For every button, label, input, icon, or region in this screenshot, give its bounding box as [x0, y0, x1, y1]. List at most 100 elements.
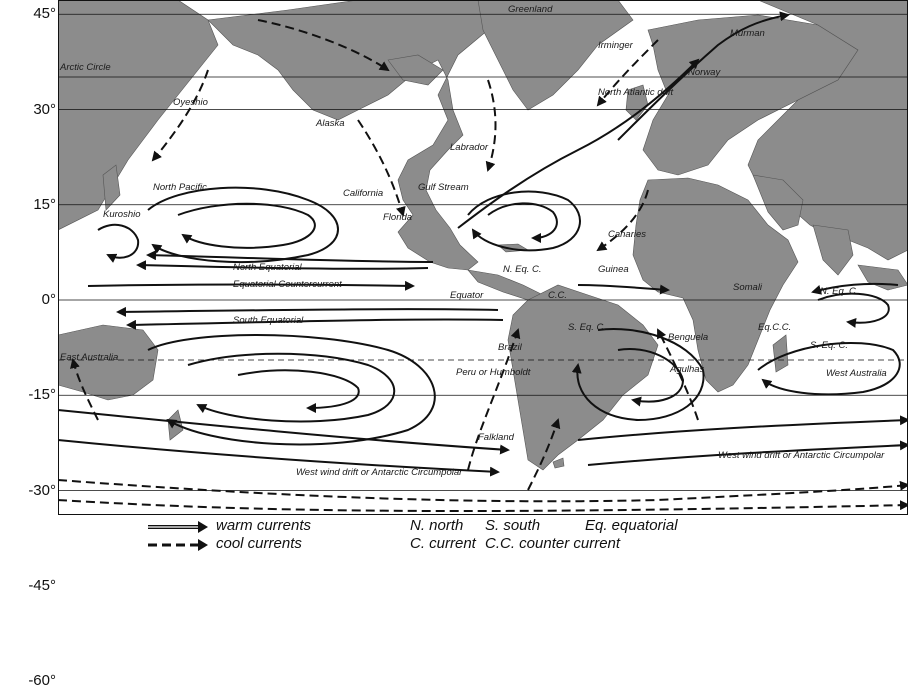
label-equator: Equator	[450, 290, 484, 301]
current-labrador	[485, 79, 497, 172]
current-west-wind-2	[58, 439, 500, 477]
current-indian-gyre-2	[817, 292, 890, 328]
current-eq-countercurrent	[87, 280, 415, 291]
latitude-label: -45°	[28, 576, 56, 594]
current-south-equatorial	[116, 306, 499, 317]
latitude-label: -60°	[28, 672, 56, 689]
current-north-equatorial-2	[146, 250, 434, 263]
label-cc: C.C.	[548, 290, 567, 301]
current-north-atlantic-gyre-1	[467, 190, 581, 252]
label-benguela: Benguela	[668, 332, 708, 343]
current-south-pacific-gyre-3	[237, 369, 360, 413]
label-california: California	[343, 188, 383, 199]
current-canaries	[596, 189, 649, 252]
latitude-label: 30°	[33, 100, 56, 118]
land-africa	[632, 177, 799, 393]
label-guinea: Guinea	[598, 264, 629, 275]
label-n-eq-c-atlantic: N. Eq. C.	[503, 264, 542, 275]
legend: warm currents cool currents N. north C. …	[0, 518, 908, 556]
latitude-label: 45°	[33, 5, 56, 23]
land-india	[812, 224, 854, 276]
land-australia	[58, 324, 159, 401]
current-south-pacific-gyre-2	[187, 352, 396, 423]
land-southeast-asia	[857, 264, 908, 291]
current-north-atlantic-drift	[617, 11, 790, 141]
legend-current: C. current	[410, 535, 476, 552]
label-s-eq-c-indian: S. Eq. C.	[810, 340, 848, 351]
label-south-equatorial: South Equatorial	[233, 315, 304, 326]
legend-warm: warm currents	[216, 517, 312, 534]
label-falkland: Falkland	[478, 432, 515, 443]
current-n-eq-c-indian	[811, 282, 899, 295]
cool-currents	[58, 19, 908, 513]
label-north-pacific: North Pacific	[153, 182, 207, 193]
label-west-wind-drift-indian: West wind drift or Antarctic Circumpolar	[718, 450, 885, 461]
current-south-atlantic-gyre-1	[571, 328, 705, 422]
latitude-grid	[58, 13, 908, 491]
label-irminger: Irminger	[598, 40, 634, 51]
label-north-equatorial: North Equatorial	[233, 262, 303, 273]
label-murman: Murman	[730, 28, 765, 39]
legend-equatorial: Eq. equatorial	[585, 517, 678, 534]
map-labels: Arctic Circle Greenland Irminger Murman …	[59, 4, 887, 478]
land-arabia	[752, 174, 804, 231]
label-norway: Norway	[688, 67, 721, 78]
legend-south: S. south	[485, 517, 541, 534]
label-florida: Florida	[383, 212, 412, 223]
current-antarctic-1	[58, 479, 908, 503]
current-indian-gyre-1	[757, 341, 901, 396]
current-oyeshio	[151, 69, 209, 162]
current-falkland	[527, 418, 561, 491]
current-guinea	[577, 284, 670, 295]
label-arctic-circle: Arctic Circle	[59, 62, 111, 73]
current-north-atlantic-gyre-2	[487, 202, 558, 243]
land-falkland	[552, 457, 565, 469]
label-n-eq-c-indian: N. Eq. C.	[820, 286, 859, 297]
current-gulf-stream	[457, 58, 700, 229]
current-north-pacific-gyre-1	[147, 186, 339, 264]
legend-cool: cool currents	[216, 535, 302, 552]
label-gulf-stream: Gulf Stream	[418, 182, 469, 193]
label-canaries: Canaries	[608, 229, 646, 240]
label-west-australia: West Australia	[826, 368, 887, 379]
label-peru-humboldt: Peru or Humboldt	[456, 367, 531, 378]
label-oyeshio: Oyeshio	[173, 97, 208, 108]
land-japan	[102, 164, 121, 211]
legend-north: N. north	[410, 517, 464, 534]
current-north-pacific-gyre-2	[177, 202, 316, 249]
label-east-australia: East Australia	[60, 352, 118, 363]
latitude-label: 15°	[33, 195, 56, 213]
land-masses	[58, 0, 908, 471]
latitude-label: -15°	[28, 386, 56, 404]
current-benguela	[657, 328, 699, 421]
label-somali: Somali	[733, 282, 763, 293]
label-labrador: Labrador	[450, 142, 489, 153]
cool-current-symbol	[148, 539, 208, 551]
current-west-wind-4	[587, 440, 908, 466]
current-north-equatorial	[136, 260, 429, 271]
land-greenland	[477, 0, 634, 111]
current-south-equatorial-2	[126, 318, 504, 330]
legend-counter-current: C.C. counter current	[485, 535, 621, 552]
current-antarctic-2	[58, 499, 908, 513]
latitude-label: 0°	[41, 291, 56, 308]
land-british-isles	[625, 84, 649, 121]
label-brazil: Brazil	[498, 342, 523, 353]
latitude-label: -30°	[28, 481, 56, 499]
land-madagascar	[772, 334, 789, 373]
warm-current-symbol	[148, 521, 208, 533]
ocean-currents-map: Arctic Circle Greenland Irminger Murman …	[58, 0, 908, 515]
current-west-wind-1	[58, 409, 510, 455]
current-north-pacific-cool	[257, 19, 390, 72]
label-s-eq-c-atlantic: S. Eq. C.	[568, 322, 606, 333]
current-south-pacific-gyre-1	[147, 334, 436, 446]
current-irminger	[596, 39, 659, 107]
label-west-wind-drift-pacific: West wind drift or Antarctic Circumpolar	[296, 467, 463, 478]
label-agulhas: Agulhas	[669, 364, 705, 375]
current-west-australia	[70, 358, 99, 421]
current-west-wind-3	[577, 415, 908, 441]
current-peru	[467, 328, 521, 471]
label-kuroshio: Kuroshio	[103, 209, 141, 220]
label-eq-cc: Eq.C.C.	[758, 322, 791, 333]
current-kuroshio-loop	[97, 223, 140, 263]
